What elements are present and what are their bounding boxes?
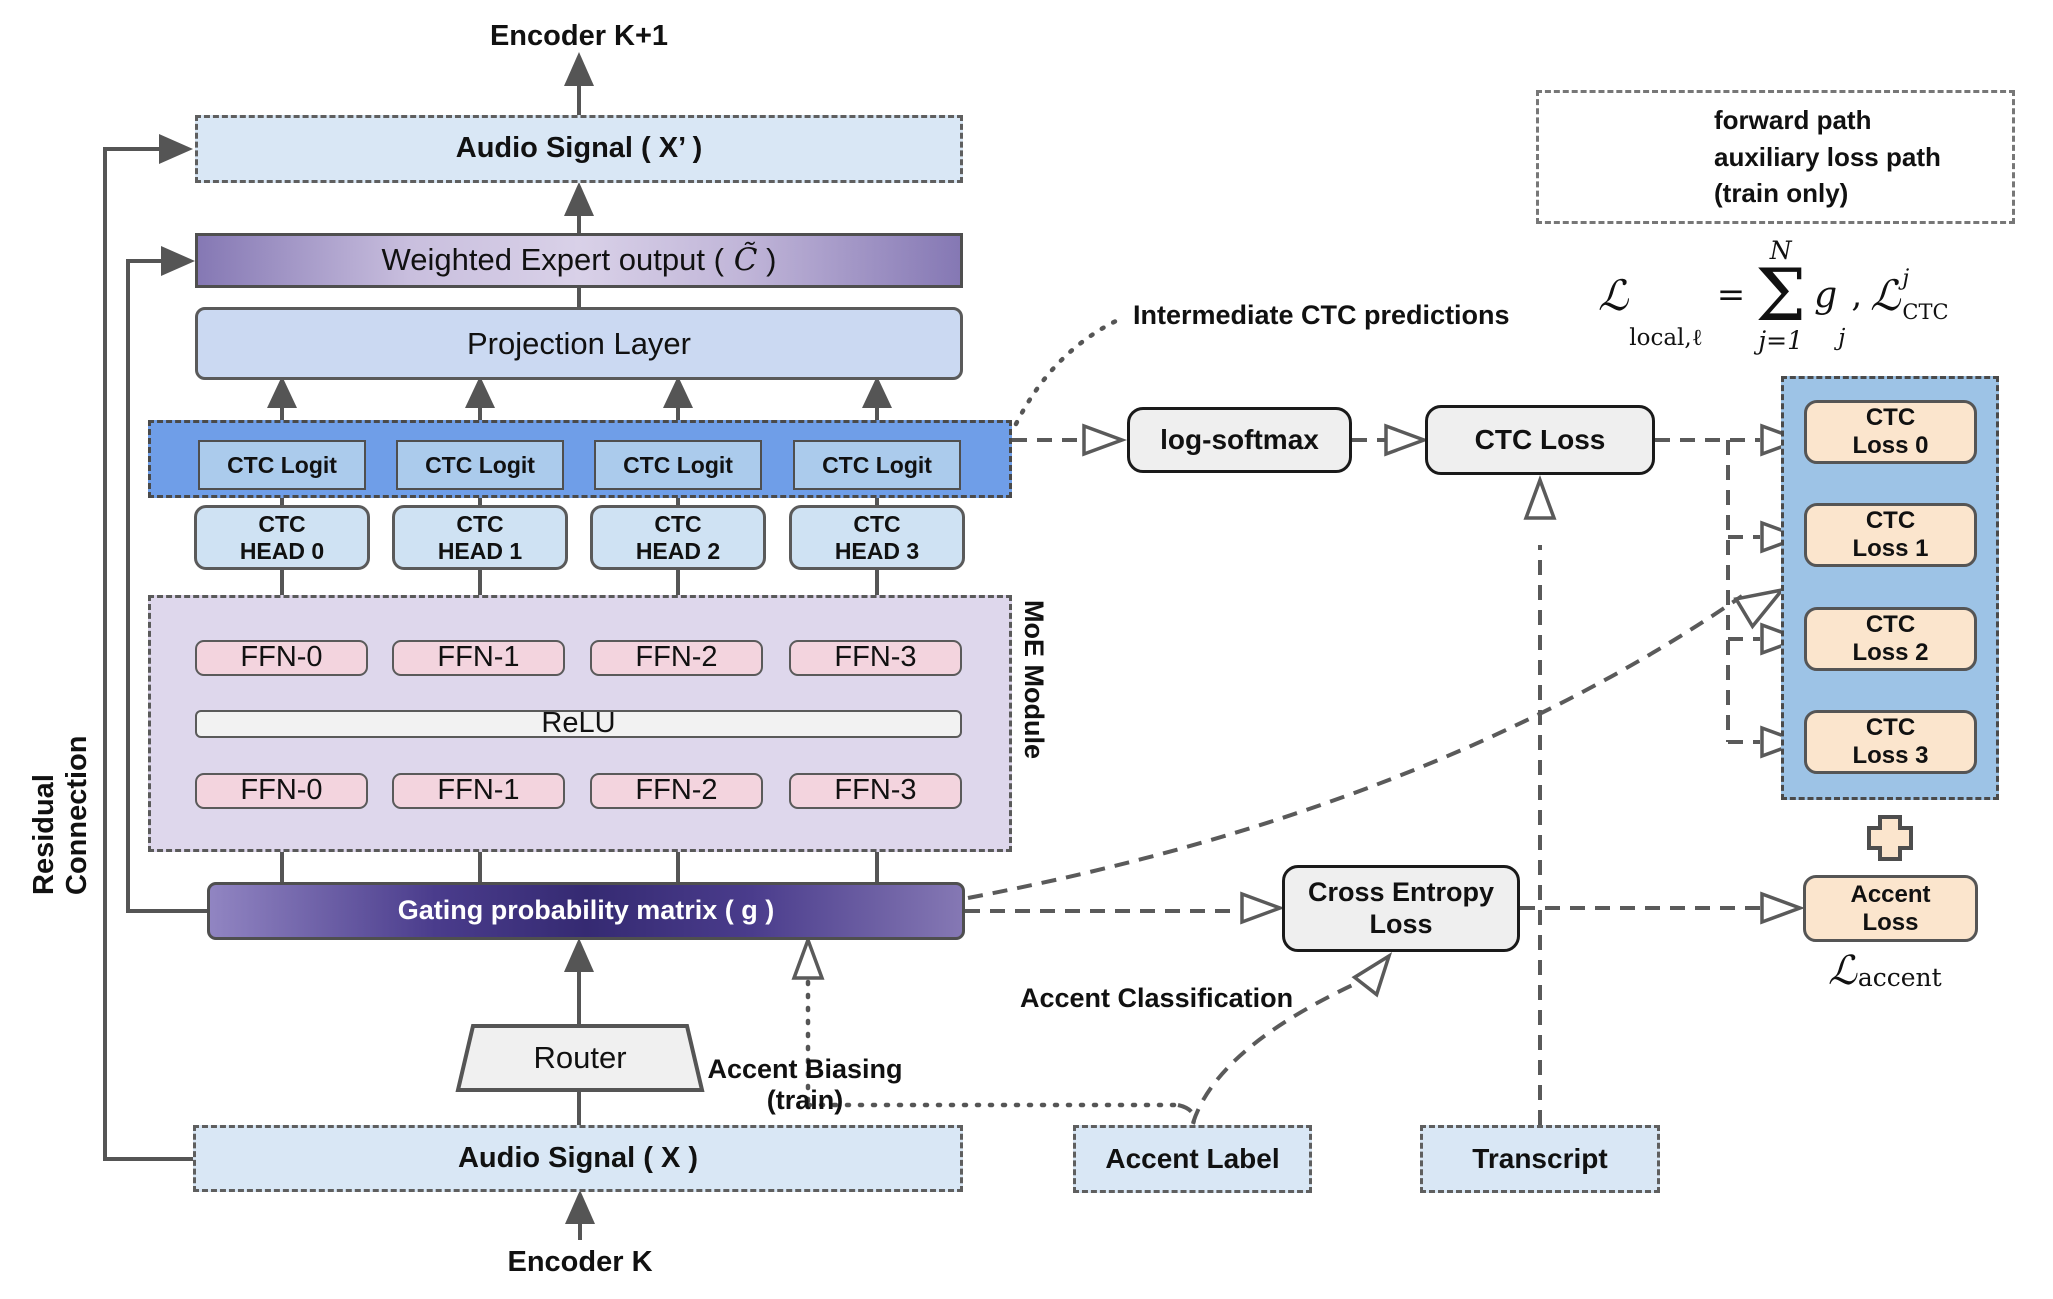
- ffn-top-0: FFN-0: [195, 640, 368, 676]
- ffn-top-1: FFN-1: [392, 640, 565, 676]
- ctc-logit-2: CTC Logit: [594, 440, 762, 490]
- accent-biasing-label: Accent Biasing (train): [707, 1054, 903, 1115]
- plus-icon: [1867, 815, 1913, 861]
- relu-bar: ReLU: [195, 707, 962, 739]
- ctc-logit-3: CTC Logit: [793, 440, 961, 490]
- encoder-prev-label: Encoder K: [507, 1246, 653, 1278]
- ffn-bottom-1: FFN-1: [392, 773, 565, 809]
- audio-signal-in-text: Audio Signal ( X ): [457, 1141, 699, 1174]
- transcript-box: Transcript: [1420, 1125, 1660, 1193]
- gating-matrix-text: Gating probability matrix ( g ): [397, 895, 775, 926]
- projection-layer-box: Projection Layer: [195, 307, 963, 380]
- accent-label-box: Accent Label: [1073, 1125, 1312, 1193]
- audio-signal-out-box: Audio Signal ( X’ ): [195, 115, 963, 183]
- ffn-bottom-2: FFN-2: [590, 773, 763, 809]
- ffn-top-3: FFN-3: [789, 640, 962, 676]
- legend-box: [1536, 90, 2015, 224]
- router-shape: [455, 1024, 705, 1092]
- cross-entropy-loss-box: Cross Entropy Loss: [1282, 865, 1520, 952]
- moe-module-label: MoE Module: [1019, 600, 1049, 759]
- accent-loss-box: Accent Loss: [1803, 875, 1978, 942]
- log-softmax-box: log-softmax: [1127, 407, 1352, 473]
- audio-signal-out-text: Audio Signal ( X’ ): [455, 132, 703, 165]
- legend-forward-label: forward path: [1714, 105, 1872, 135]
- ffn-bottom-0: FFN-0: [195, 773, 368, 809]
- weighted-expert-output-box: Weighted Expert output ( C̃ ): [195, 233, 963, 288]
- legend-aux-label: auxiliary loss path: [1714, 142, 1941, 172]
- gating-matrix-box: Gating probability matrix ( g ): [207, 882, 965, 940]
- ctc-logit-1: CTC Logit: [396, 440, 564, 490]
- accent-classification-label: Accent Classification: [1020, 983, 1294, 1013]
- ffn-top-2: FFN-2: [590, 640, 763, 676]
- intermediate-ctc-label: Intermediate CTC predictions: [1133, 300, 1510, 330]
- solid-arrowheads: [159, 52, 892, 1224]
- ffn-bottom-3: FFN-3: [789, 773, 962, 809]
- router-label: Router: [533, 1040, 627, 1075]
- ctc-logit-0: CTC Logit: [198, 440, 366, 490]
- legend-trainonly-label: (train only): [1714, 178, 1849, 208]
- ctc-loss-box: CTC Loss: [1425, 405, 1655, 475]
- projection-layer-text: Projection Layer: [466, 325, 691, 361]
- audio-signal-in-box: Audio Signal ( X ): [193, 1125, 963, 1192]
- residual-connection-label: Residual Connection: [28, 735, 93, 896]
- encoder-next-label: Encoder K+1: [489, 20, 669, 52]
- weighted-expert-output-text: Weighted Expert output ( C̃ ): [381, 242, 777, 279]
